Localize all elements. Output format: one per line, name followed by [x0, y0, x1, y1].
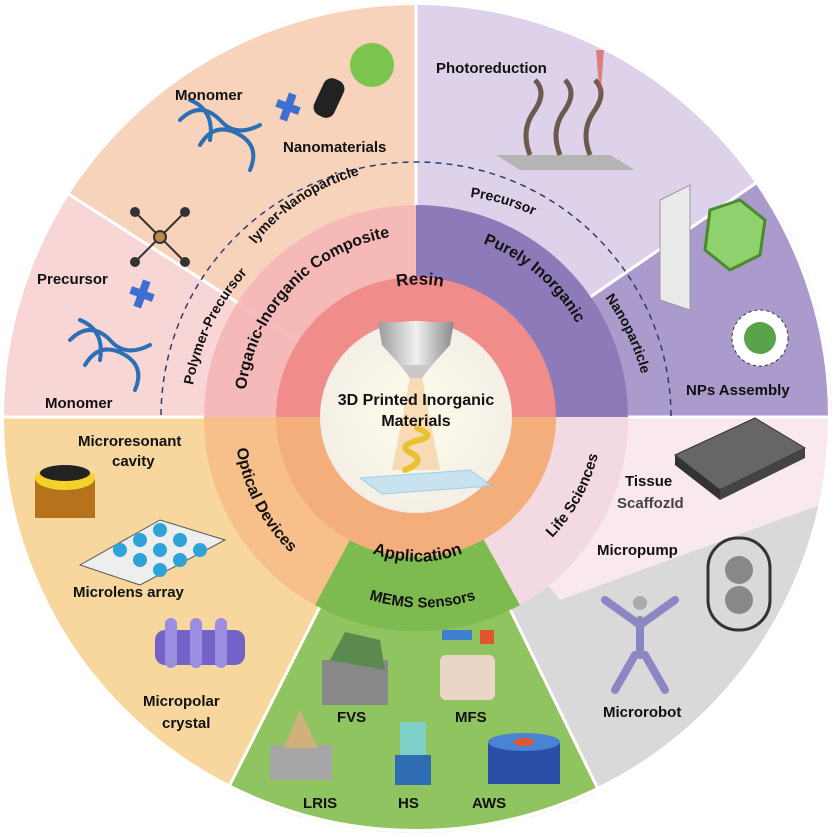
- nps-assembly-icon: [659, 184, 789, 367]
- center-title-line2: Materials: [381, 413, 450, 430]
- precursor-molecule-icon: [130, 207, 190, 267]
- microlens-array-icon: [78, 519, 227, 586]
- photoreduction-icon: [496, 50, 635, 170]
- fvs-label: FVS: [337, 709, 366, 726]
- microlens-label: Microlens array: [73, 584, 185, 601]
- tissue-scaffold-icon: [674, 417, 807, 500]
- microresonant-label-line1: Microresonant: [78, 433, 181, 450]
- microrobot-label: Microrobot: [603, 704, 681, 721]
- nanoparticle-sphere-icon: [350, 43, 394, 87]
- precursor-left-label: Precursor: [37, 271, 108, 288]
- center-disk: [320, 321, 512, 513]
- mfs-sensor-icon: [440, 630, 495, 700]
- hs-label: HS: [398, 795, 419, 812]
- microrobot-icon: [601, 596, 679, 694]
- resin-label: Resin: [395, 269, 445, 290]
- glass-slide-icon: [358, 469, 494, 495]
- micropolar-crystal-icon: [155, 618, 245, 668]
- objective-lens-icon: [378, 322, 454, 365]
- aws-label: AWS: [472, 795, 506, 812]
- plus-icon-left: [129, 279, 155, 309]
- micropump-icon: [706, 536, 772, 632]
- scaffold-label: ScaffozId: [617, 495, 684, 512]
- aws-sensor-icon: [488, 733, 560, 784]
- tissue-label: Tissue: [625, 473, 672, 490]
- inner-ring: [276, 277, 556, 557]
- nps-assembly-label: NPs Assembly: [686, 382, 790, 399]
- lris-sensor-icon: [270, 710, 332, 780]
- fvs-sensor-icon: [322, 632, 388, 705]
- center-title-line1: 3D Printed Inorganic: [338, 392, 495, 409]
- micropolar-label-line2: crystal: [162, 715, 210, 732]
- lris-label: LRIS: [303, 795, 337, 812]
- spiral-structure-icon: [402, 425, 431, 473]
- monomer-left-label: Monomer: [45, 395, 113, 412]
- nanotube-icon: [313, 78, 345, 118]
- microresonant-label-line2: cavity: [112, 453, 155, 470]
- svg-text:Resin: Resin: [395, 269, 445, 290]
- monomer-network-left-icon: [68, 318, 152, 392]
- mfs-label: MFS: [455, 709, 487, 726]
- monomer-network-icon: [178, 98, 262, 172]
- monomer-top-label: Monomer: [175, 87, 243, 104]
- microresonant-cavity-icon: [35, 465, 95, 518]
- nanomaterials-label: Nanomaterials: [283, 139, 386, 156]
- micropolar-label-line1: Micropolar: [143, 693, 220, 710]
- micropump-label: Micropump: [597, 542, 678, 559]
- plus-icon: [275, 92, 301, 122]
- hs-sensor-icon: [395, 722, 431, 785]
- photoreduction-label: Photoreduction: [436, 60, 547, 77]
